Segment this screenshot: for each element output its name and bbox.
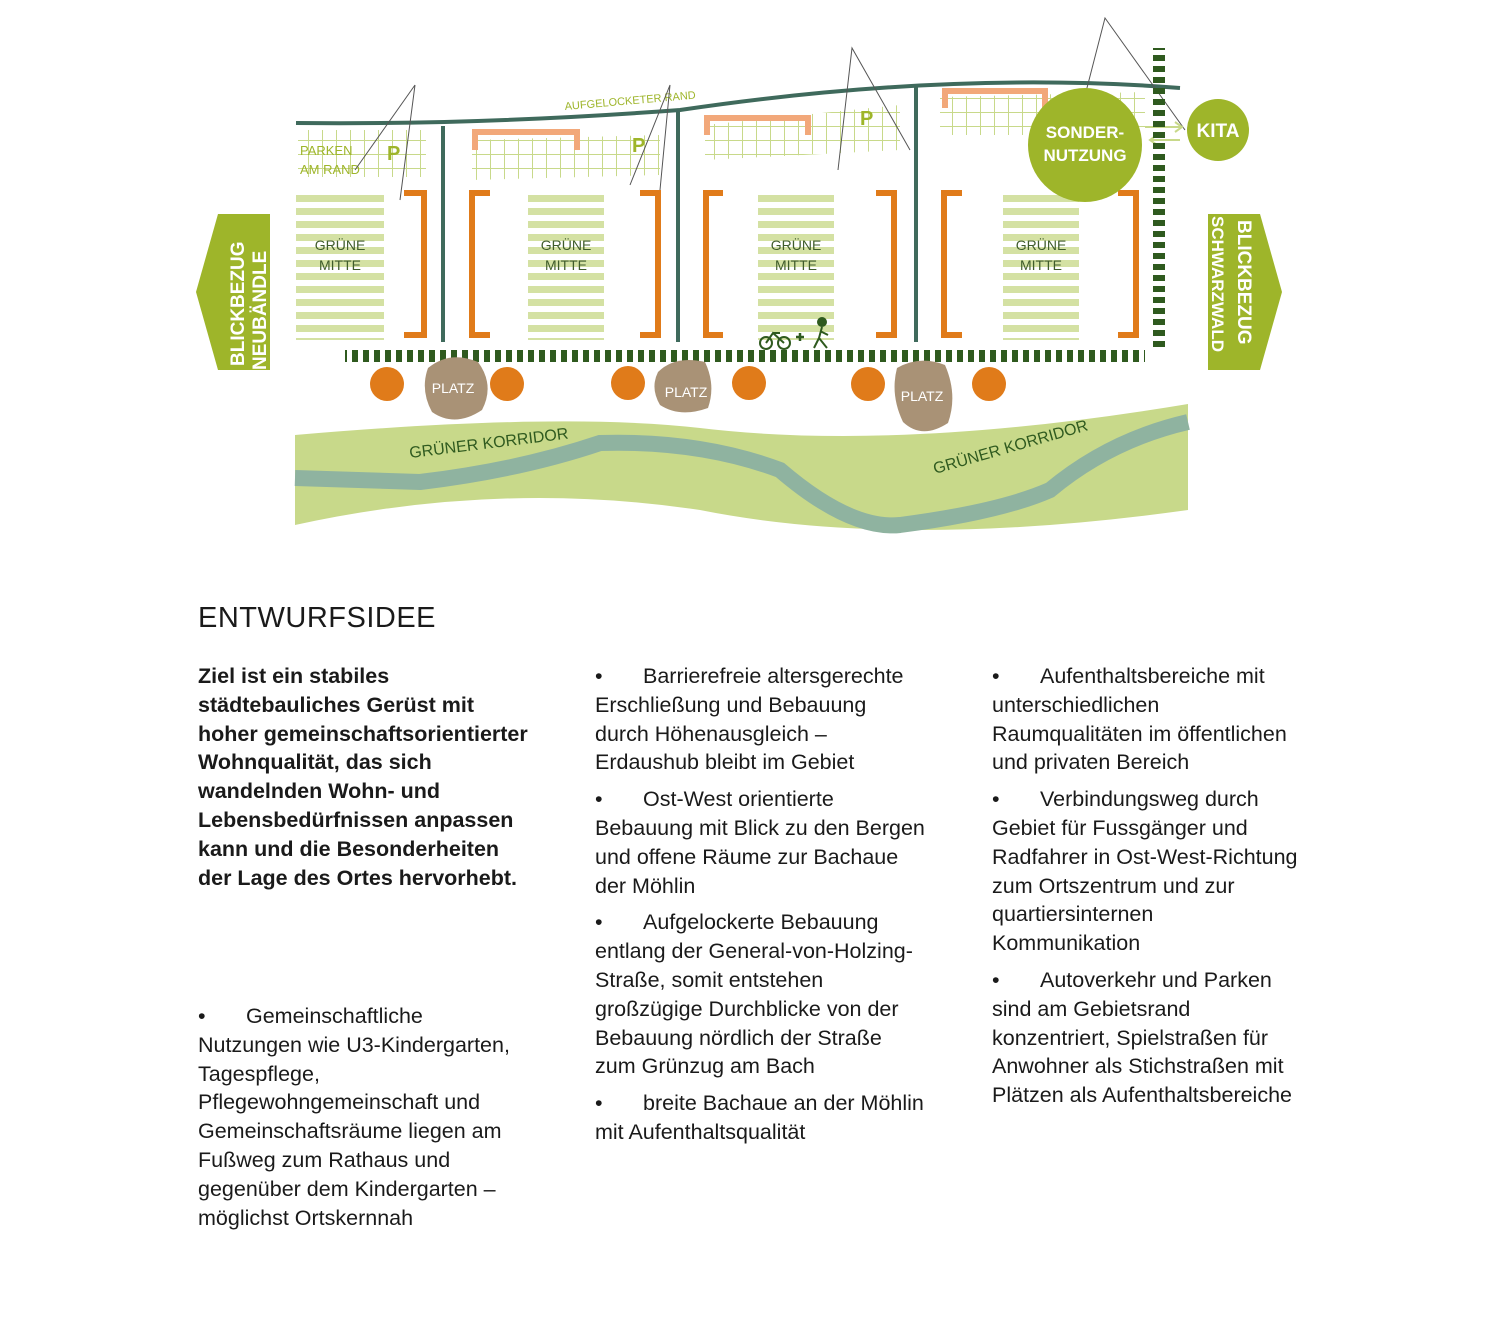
horizontal-path bbox=[345, 350, 1145, 362]
left-arrow-line2: NEUBÄNDLE bbox=[250, 251, 271, 370]
bullet-column-1: •Gemeinschaftliche Nutzungen wie U3-Kind… bbox=[198, 1002, 528, 1240]
platz-2 bbox=[654, 359, 712, 413]
green-centre-3-line2: MITTE bbox=[775, 257, 817, 273]
light-bracket-2 bbox=[704, 115, 811, 135]
top-street bbox=[295, 80, 1181, 126]
building-bracket-2l bbox=[469, 190, 490, 338]
bullet-text: Barrierefreie altersgerechte Erschließun… bbox=[595, 664, 904, 775]
parking-grid-3 bbox=[705, 105, 900, 160]
platz-3 bbox=[894, 360, 953, 432]
green-centre-4 bbox=[1003, 192, 1079, 340]
building-bracket-3r bbox=[876, 190, 897, 338]
building-bracket-2r bbox=[640, 190, 661, 338]
left-arrow-line1: BLICKBEZUG bbox=[228, 241, 249, 366]
right-view-arrow bbox=[1208, 214, 1282, 370]
parking-symbol-3: P bbox=[860, 108, 873, 130]
green-centre-2-line1: GRÜNE bbox=[541, 236, 592, 253]
parking-symbol-2: P bbox=[632, 135, 645, 157]
bullet-dot: • bbox=[992, 967, 1000, 992]
platz-label-3: PLATZ bbox=[901, 388, 944, 404]
tree-6 bbox=[972, 367, 1006, 401]
sight-line-2 bbox=[629, 84, 671, 191]
building-bracket-4l bbox=[941, 190, 962, 338]
sondernutzung-line2: NUTZUNG bbox=[1043, 146, 1126, 165]
parking-grid-1 bbox=[298, 130, 426, 177]
bullet-dot: • bbox=[198, 1004, 206, 1028]
green-centre-1 bbox=[296, 192, 384, 340]
bullet-dot: • bbox=[992, 787, 1000, 812]
bullet-dot: • bbox=[992, 664, 1000, 688]
bullet-dot: • bbox=[595, 910, 603, 935]
bullet-text: Ost-West orientierte Bebauung mit Blick … bbox=[595, 787, 925, 898]
bullet-text: Aufgelockerte Bebauung entlang der Gener… bbox=[595, 910, 913, 1079]
section-heading: ENTWURFSIDEE bbox=[198, 602, 436, 634]
creek bbox=[294, 414, 1190, 534]
tree-2 bbox=[490, 367, 524, 401]
sight-line-3 bbox=[837, 46, 911, 171]
light-bracket-1 bbox=[472, 129, 580, 150]
bullet-column-3: •Aufenthaltsbereiche mit unterschiedlich… bbox=[992, 662, 1302, 1118]
green-centre-4-line1: GRÜNE bbox=[1016, 236, 1067, 253]
tree-5 bbox=[851, 367, 885, 401]
bullet-item: •breite Bachaue an der Möhlin mit Aufent… bbox=[595, 1089, 925, 1147]
bullet-text: Aufenthaltsbereiche mit unterschiedliche… bbox=[992, 664, 1287, 775]
bullet-item: •Aufgelockerte Bebauung entlang der Gene… bbox=[595, 908, 925, 1081]
tree-3 bbox=[611, 366, 645, 400]
bullet-dot: • bbox=[595, 1091, 603, 1116]
sight-line-1 bbox=[354, 84, 416, 201]
bullet-item: •Verbindungsweg durch Gebiet für Fussgän… bbox=[992, 785, 1302, 958]
building-bracket-3l bbox=[703, 190, 723, 338]
kita-label: KITA bbox=[1197, 121, 1240, 142]
bullet-text: breite Bachaue an der Möhlin mit Aufenth… bbox=[595, 1091, 924, 1144]
bullet-text: Verbindungsweg durch Gebiet für Fussgäng… bbox=[992, 787, 1298, 956]
parking-label-2: AM RAND bbox=[300, 162, 360, 177]
green-centre-1-line2: MITTE bbox=[319, 257, 361, 273]
green-centre-2 bbox=[528, 192, 604, 340]
left-view-arrow bbox=[196, 214, 270, 370]
platz-label-1: PLATZ bbox=[432, 380, 475, 396]
bullet-text: Autoverkehr und Parken sind am Gebietsra… bbox=[992, 967, 1293, 1108]
building-bracket-1r bbox=[404, 190, 427, 338]
green-centre-2-line2: MITTE bbox=[545, 257, 587, 273]
bullet-column-2: •Barrierefreie altersgerechte Erschließu… bbox=[595, 662, 925, 1155]
right-arrow-line1: BLICKBEZUG bbox=[1233, 220, 1254, 345]
bullet-item: •Ost-West orientierte Bebauung mit Blick… bbox=[595, 785, 925, 900]
intro-paragraph: Ziel ist ein stabiles städtebauliches Ge… bbox=[198, 664, 528, 890]
vertical-path bbox=[1153, 48, 1165, 348]
parking-symbol-1: P bbox=[387, 143, 400, 165]
bullet-item: •Gemeinschaftliche Nutzungen wie U3-Kind… bbox=[198, 1002, 528, 1232]
tree-4 bbox=[732, 366, 766, 400]
green-centre-1-line1: GRÜNE bbox=[315, 236, 366, 253]
platz-1 bbox=[424, 357, 488, 420]
bullet-item: •Barrierefreie altersgerechte Erschließu… bbox=[595, 662, 925, 777]
sondernutzung-circle bbox=[1028, 88, 1142, 202]
green-corridor-band bbox=[295, 404, 1188, 530]
kita-circle bbox=[1187, 99, 1249, 161]
right-arrow-line2: SCHWARZWALD bbox=[1208, 216, 1227, 352]
bullet-item: •Autoverkehr und Parken sind am Gebietsr… bbox=[992, 966, 1302, 1110]
tree-1 bbox=[370, 367, 404, 401]
green-centre-3-line1: GRÜNE bbox=[771, 236, 822, 253]
bike-pedestrian-icon bbox=[759, 317, 829, 350]
bullet-dot: • bbox=[595, 664, 603, 688]
light-bracket-3 bbox=[942, 88, 1048, 108]
platz-label-2: PLATZ bbox=[665, 384, 708, 400]
building-bracket-4r bbox=[1118, 190, 1139, 338]
site-concept-diagram: GRÜNER KORRIDOR GRÜNER KORRIDOR AUFGELOC… bbox=[196, 16, 1282, 534]
bullet-text: Gemeinschaftliche Nutzungen wie U3-Kinde… bbox=[198, 1004, 510, 1230]
green-centre-3 bbox=[758, 192, 834, 340]
parking-label-1: PARKEN bbox=[300, 143, 353, 158]
sondernutzung-line1: SONDER- bbox=[1046, 123, 1124, 142]
bullet-dot: • bbox=[595, 787, 603, 812]
bullet-item: •Aufenthaltsbereiche mit unterschiedlich… bbox=[992, 662, 1302, 777]
green-centre-4-line2: MITTE bbox=[1020, 257, 1062, 273]
parking-grid-2 bbox=[472, 135, 660, 180]
